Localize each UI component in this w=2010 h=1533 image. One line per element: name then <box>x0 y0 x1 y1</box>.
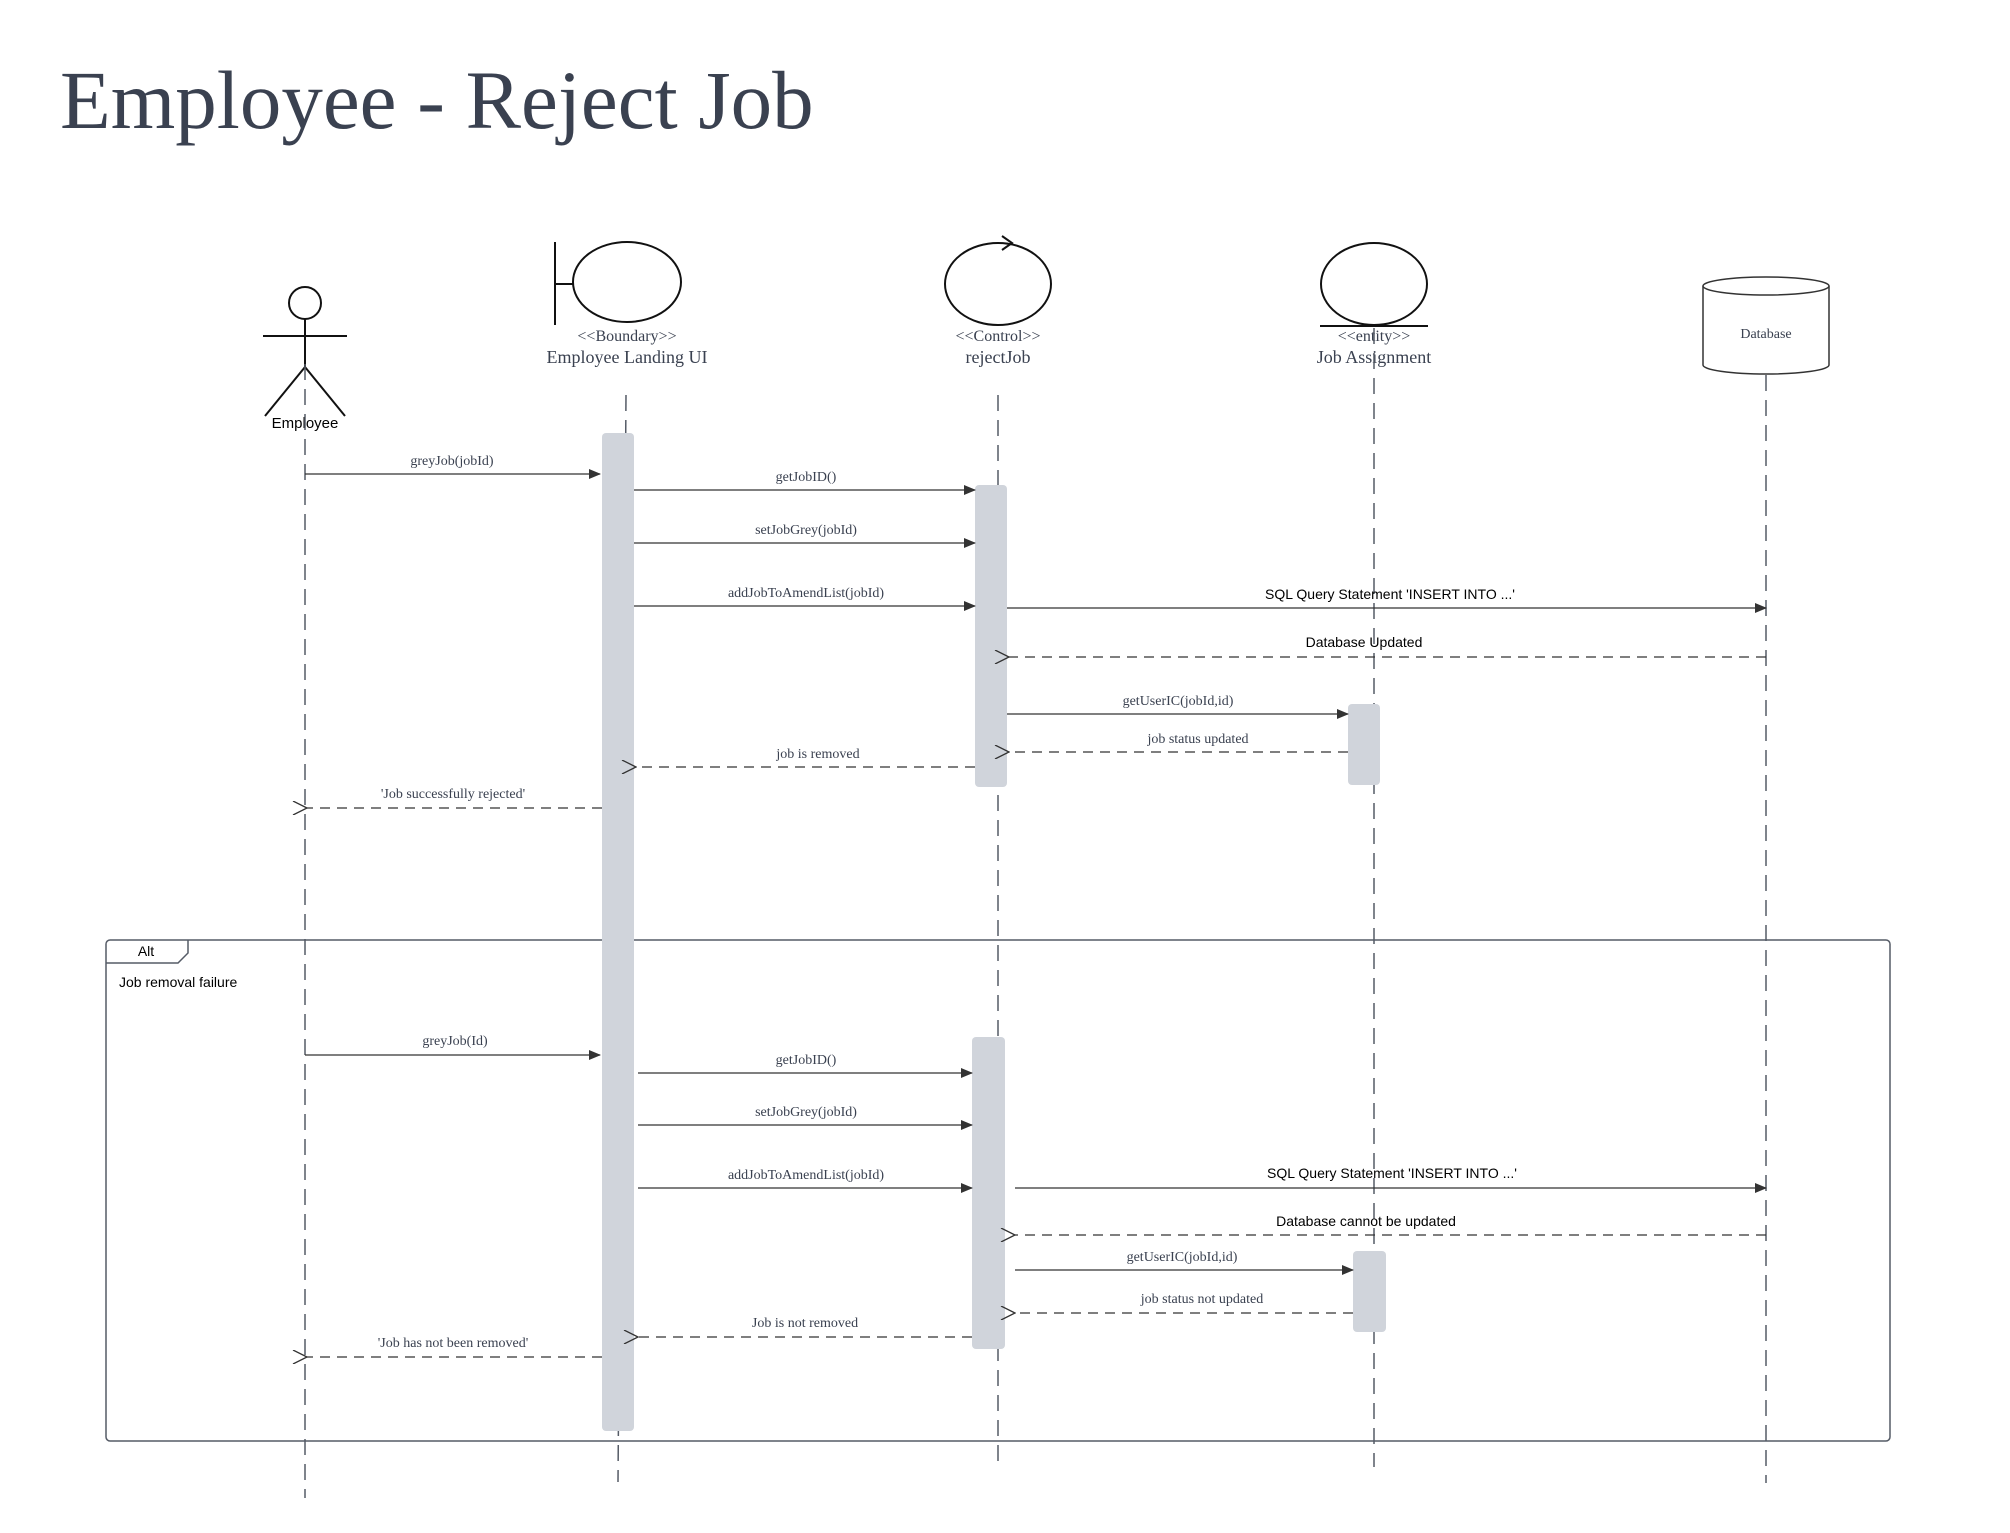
control-icon <box>944 242 1052 326</box>
participant-employee: Employee <box>263 286 347 432</box>
main-flow: greyJob(jobId) getJobID() setJobGrey(job… <box>305 454 1767 808</box>
database-body <box>1702 286 1830 375</box>
message-label: getUserIC(jobId,id) <box>1123 694 1234 709</box>
message-label: SQL Query Statement 'INSERT INTO ...' <box>1267 1165 1517 1181</box>
participant-ui-stereotype: <<Boundary>> <box>577 328 676 345</box>
activation-ui <box>602 433 634 1431</box>
database-icon <box>1702 276 1830 296</box>
control-arrow-icon <box>1001 235 1014 251</box>
entity-icon <box>1320 242 1428 326</box>
alt-guard-label: Job removal failure <box>119 974 237 990</box>
message-label: greyJob(jobId) <box>410 454 494 469</box>
participant-control-stereotype: <<Control>> <box>956 328 1041 345</box>
message-label: job is removed <box>775 747 859 762</box>
participant-database: Database <box>1702 276 1830 375</box>
alt-operator-tab <box>106 940 189 964</box>
message-label: getJobID() <box>776 1053 837 1068</box>
message-label: greyJob(Id) <box>422 1034 488 1049</box>
message-label: Job is not removed <box>752 1316 858 1331</box>
alt-fragment: Alt Job removal failure <box>105 939 1891 1442</box>
activation-control-main <box>975 485 1007 787</box>
actor-right-leg <box>304 366 346 417</box>
activation-control-alt <box>972 1037 1005 1349</box>
message-label: 'Job successfully rejected' <box>381 787 525 802</box>
alt-frame <box>105 939 1891 1442</box>
message-label: Database cannot be updated <box>1276 1213 1456 1229</box>
message-label: job status not updated <box>1140 1292 1264 1307</box>
participant-job-assignment-entity: <<entity>> Job Assignment <box>1317 242 1431 367</box>
participant-ui-label: Employee Landing UI <box>547 347 708 367</box>
alt-operator-label: Alt <box>138 943 154 959</box>
message-label: addJobToAmendList(jobId) <box>728 1168 884 1183</box>
message-label: setJobGrey(jobId) <box>755 1105 857 1120</box>
activation-entity-main <box>1348 704 1380 785</box>
participant-database-label: Database <box>1740 327 1791 342</box>
actor-head-icon <box>288 286 322 320</box>
message-label: addJobToAmendList(jobId) <box>728 586 884 601</box>
page-title: Employee - Reject Job <box>60 54 814 146</box>
alt-flow: greyJob(Id) getJobID() setJobGrey(jobId)… <box>305 1034 1767 1357</box>
actor-left-leg <box>264 366 306 417</box>
boundary-icon <box>572 241 682 323</box>
participant-reject-job-control: <<Control>> rejectJob <box>944 235 1052 367</box>
message-label: Database Updated <box>1306 634 1423 650</box>
message-label: getUserIC(jobId,id) <box>1127 1250 1238 1265</box>
participant-control-label: rejectJob <box>966 347 1031 367</box>
participant-employee-landing-ui: <<Boundary>> Employee Landing UI <box>547 241 708 367</box>
message-label: job status updated <box>1146 732 1248 747</box>
message-label: setJobGrey(jobId) <box>755 523 857 538</box>
activation-entity-alt <box>1353 1251 1386 1332</box>
message-label: SQL Query Statement 'INSERT INTO ...' <box>1265 586 1515 602</box>
message-label: 'Job has not been removed' <box>378 1336 528 1351</box>
message-label: getJobID() <box>776 470 837 485</box>
